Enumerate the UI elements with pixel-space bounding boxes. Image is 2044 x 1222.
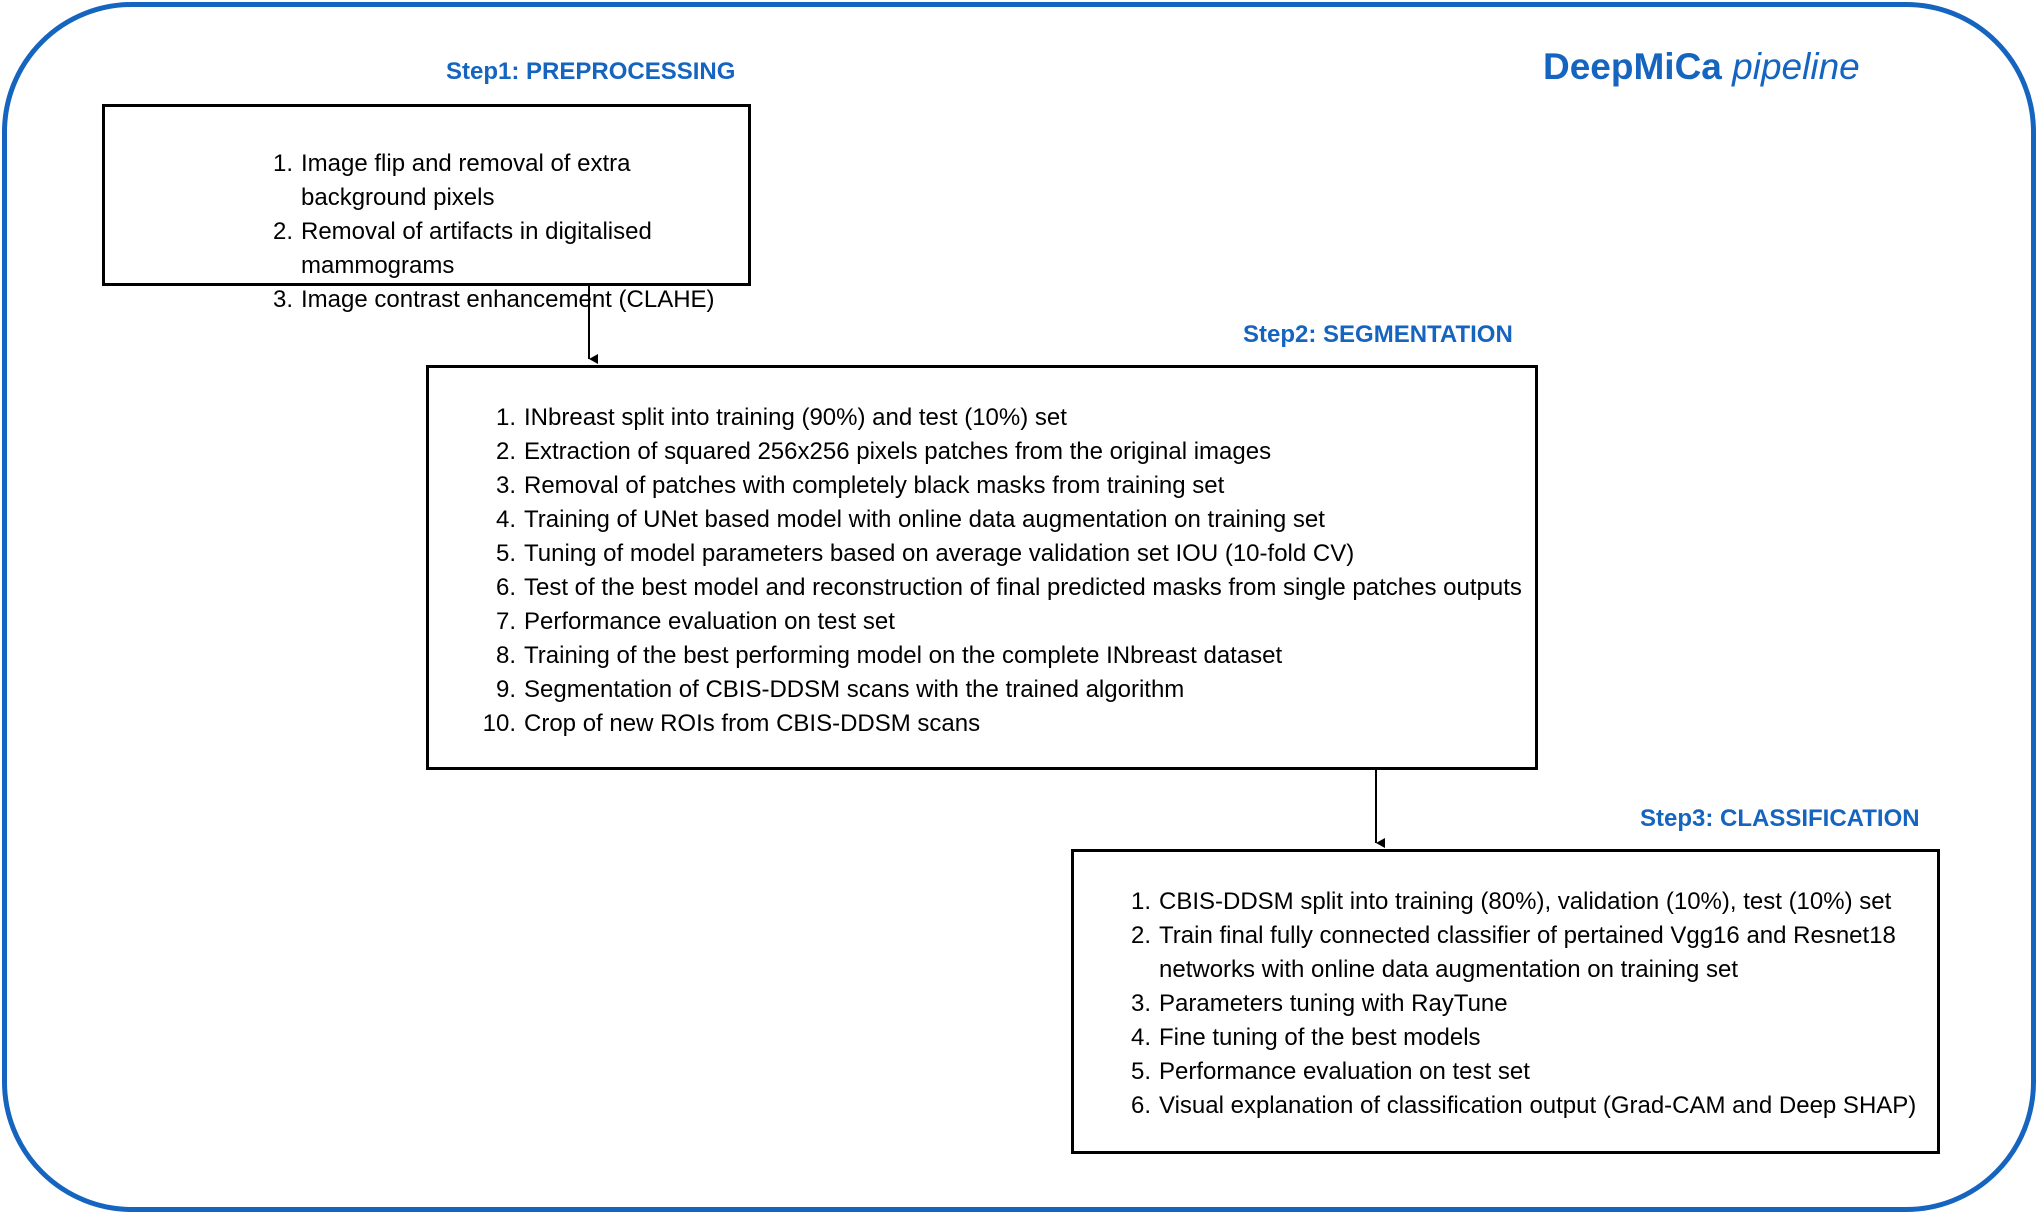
step3-item: 1.CBIS-DDSM split into training (80%), v…: [1130, 888, 1892, 915]
step2-item: 3.Removal of patches with completely bla…: [495, 472, 1225, 499]
step2-item: 5.Tuning of model parameters based on av…: [495, 540, 1355, 567]
step1-heading: Step1: PREPROCESSING: [446, 58, 736, 85]
step2-item: 1.INbreast split into training (90%) and…: [495, 404, 1067, 431]
step1-item: 3.Image contrast enhancement (CLAHE): [272, 286, 715, 313]
step2-heading: Step2: SEGMENTATION: [1243, 321, 1513, 348]
step2-item: 9.Segmentation of CBIS-DDSM scans with t…: [495, 676, 1185, 703]
step1-list: 1.Image flip and removal of extra backgr…: [272, 147, 748, 317]
step2-item: 10.Crop of new ROIs from CBIS-DDSM scans: [482, 710, 981, 737]
step3-item: 3.Parameters tuning with RayTune: [1130, 990, 1508, 1017]
step3-item: 6.Visual explanation of classification o…: [1130, 1092, 1917, 1119]
pipeline-title: DeepMiCa pipeline: [1543, 46, 1860, 88]
step2-item: 7.Performance evaluation on test set: [495, 608, 895, 635]
pipeline-title-main: DeepMiCa: [1543, 46, 1722, 87]
step1-box: 1.Image flip and removal of extra backgr…: [102, 104, 751, 313]
step3-list: 1.CBIS-DDSM split into training (80%), v…: [1130, 885, 1919, 1123]
step1-item: 2.Removal of artifacts in digitalised ma…: [272, 218, 652, 279]
pipeline-title-sub: pipeline: [1732, 46, 1860, 87]
step2-item: 6.Test of the best model and reconstruct…: [495, 574, 1522, 601]
step2-item: 8.Training of the best performing model …: [495, 642, 1283, 669]
step2-item: 4.Training of UNet based model with onli…: [495, 506, 1325, 533]
step3-item: 4.Fine tuning of the best models: [1130, 1024, 1481, 1051]
step3-item: 5.Performance evaluation on test set: [1130, 1058, 1530, 1085]
step3-item: 2.Train final fully connected classifier…: [1130, 922, 1896, 983]
step3-heading: Step3: CLASSIFICATION: [1640, 805, 1920, 832]
step1-item: 1.Image flip and removal of extra backgr…: [272, 150, 631, 211]
step2-box: 1.INbreast split into training (90%) and…: [426, 365, 1538, 770]
step2-item: 2.Extraction of squared 256x256 pixels p…: [495, 438, 1272, 465]
step2-list: 1.INbreast split into training (90%) and…: [482, 401, 1535, 741]
step3-box: 1.CBIS-DDSM split into training (80%), v…: [1071, 849, 1940, 1154]
